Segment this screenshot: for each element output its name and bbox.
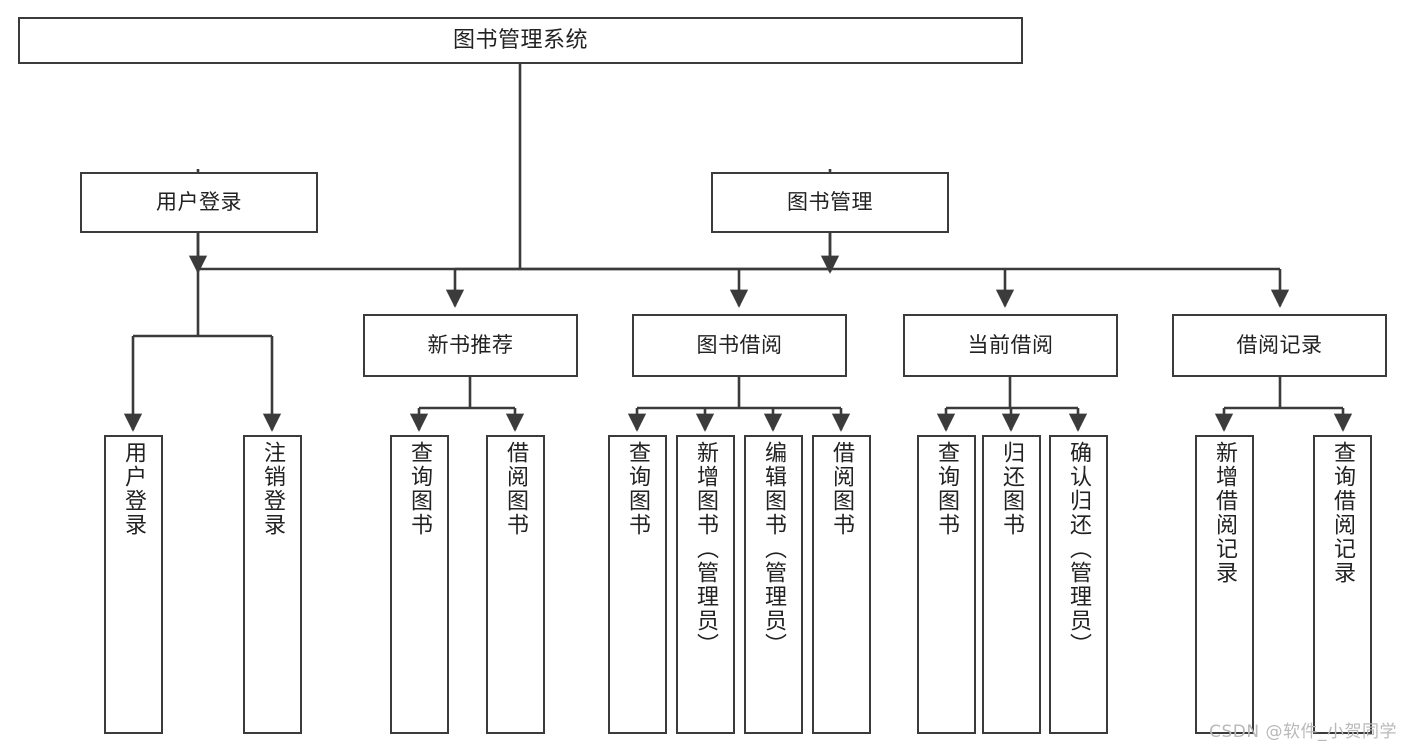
node-leaf-borrow-book-1[interactable]: 借阅图书 — [486, 435, 545, 734]
node-leaf-query-borrow-record-label: 查询借阅记录 — [1330, 441, 1356, 585]
node-leaf-borrow-book-1-label: 借阅图书 — [503, 441, 529, 537]
node-leaf-add-book-label: 新增图书（管理员） — [693, 441, 719, 657]
node-leaf-edit-book-label: 编辑图书（管理员） — [761, 441, 787, 657]
node-leaf-return-book-label: 归还图书 — [999, 441, 1025, 537]
node-user-login[interactable]: 用户登录 — [80, 172, 318, 233]
node-leaf-edit-book[interactable]: 编辑图书（管理员） — [744, 435, 803, 734]
node-book-manage[interactable]: 图书管理 — [711, 172, 949, 233]
node-leaf-query-book-1[interactable]: 查询图书 — [390, 435, 449, 734]
node-leaf-confirm-return-label: 确认归还（管理员） — [1066, 441, 1092, 657]
node-leaf-user-login-label: 用户登录 — [121, 441, 147, 537]
node-leaf-add-borrow-record[interactable]: 新增借阅记录 — [1195, 435, 1254, 734]
node-leaf-return-book[interactable]: 归还图书 — [982, 435, 1041, 734]
node-leaf-query-book-3-label: 查询图书 — [934, 441, 960, 537]
node-borrow-record-label: 借阅记录 — [1236, 333, 1323, 358]
node-user-login-label: 用户登录 — [156, 190, 242, 215]
node-leaf-query-book-3[interactable]: 查询图书 — [917, 435, 976, 734]
node-current-borrow-label: 当前借阅 — [967, 333, 1054, 358]
node-leaf-query-book-2-label: 查询图书 — [625, 441, 651, 537]
node-leaf-borrow-book-2-label: 借阅图书 — [829, 441, 855, 537]
node-new-book-recommend-label: 新书推荐 — [427, 333, 514, 358]
node-leaf-query-borrow-record[interactable]: 查询借阅记录 — [1313, 435, 1372, 734]
node-leaf-user-login[interactable]: 用户登录 — [104, 435, 163, 734]
node-book-borrow[interactable]: 图书借阅 — [632, 314, 847, 377]
node-root[interactable]: 图书管理系统 — [18, 17, 1023, 64]
node-book-borrow-label: 图书借阅 — [696, 333, 783, 358]
node-leaf-add-borrow-record-label: 新增借阅记录 — [1212, 441, 1238, 585]
node-book-manage-label: 图书管理 — [787, 190, 873, 215]
node-leaf-add-book[interactable]: 新增图书（管理员） — [676, 435, 735, 734]
node-borrow-record[interactable]: 借阅记录 — [1172, 314, 1387, 377]
node-leaf-query-book-1-label: 查询图书 — [407, 441, 433, 537]
node-leaf-logout-login-label: 注销登录 — [260, 441, 286, 537]
node-leaf-confirm-return[interactable]: 确认归还（管理员） — [1049, 435, 1108, 734]
node-leaf-query-book-2[interactable]: 查询图书 — [608, 435, 667, 734]
node-new-book-recommend[interactable]: 新书推荐 — [363, 314, 578, 377]
node-current-borrow[interactable]: 当前借阅 — [903, 314, 1118, 377]
node-root-label: 图书管理系统 — [452, 27, 588, 53]
node-leaf-borrow-book-2[interactable]: 借阅图书 — [812, 435, 871, 734]
node-leaf-logout-login[interactable]: 注销登录 — [243, 435, 302, 734]
